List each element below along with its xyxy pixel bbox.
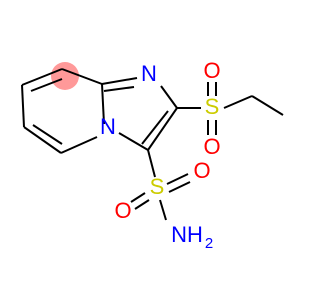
highlighted-atom-dot [51, 62, 79, 90]
atom-nh2-subscript: 2 [205, 235, 213, 252]
molecule-diagram: N N S O O S O O NH 2 [21, 58, 284, 252]
atom-n-imidazole: N [141, 61, 157, 86]
pyridine-ring [21, 68, 105, 154]
ethylsulfonyl-group [177, 82, 284, 135]
sulfonamide-group [130, 149, 191, 221]
atom-o-sulfonamide: O [193, 158, 210, 183]
atom-nh2-main: NH [171, 222, 203, 247]
atom-s-sulfonamide: S [150, 174, 165, 199]
atom-o-ethyl-top: O [203, 58, 220, 83]
imidazole-ring [101, 77, 178, 151]
atom-o-ethyl-bottom: O [203, 134, 220, 159]
atom-s-ethylsulfonyl: S [205, 94, 220, 119]
atom-o-sulfonamide-left: O [114, 198, 131, 223]
atom-n-bridge: N [100, 114, 116, 139]
